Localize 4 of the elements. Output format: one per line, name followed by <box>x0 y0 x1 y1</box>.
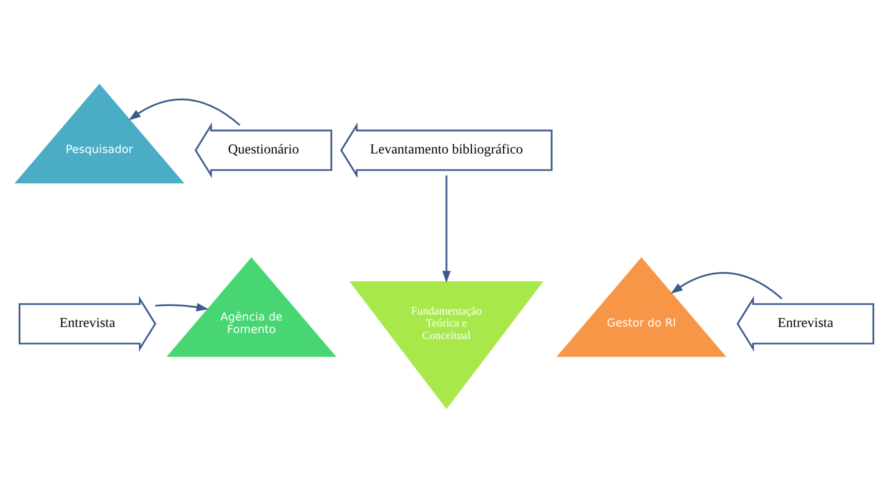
arrow <box>155 302 209 311</box>
arrow <box>442 174 451 282</box>
arrow <box>128 98 240 126</box>
arrow <box>670 272 782 299</box>
